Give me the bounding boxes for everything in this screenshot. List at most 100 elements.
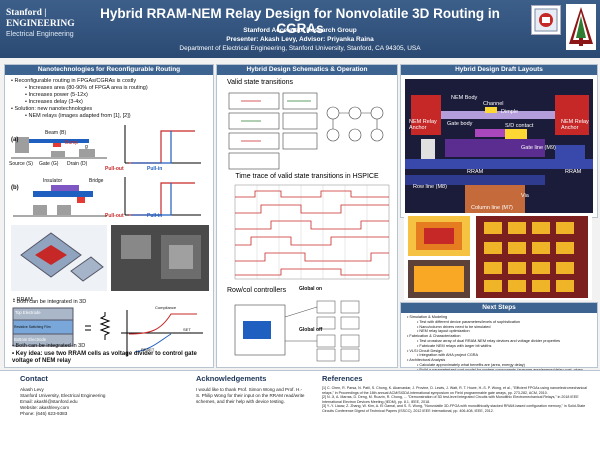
nem-relay-anchor-left: NEM Relay Anchor <box>409 119 437 131</box>
controller-schematic <box>234 300 360 362</box>
step-fab-b: Fabricate NEM relays with larger bit wid… <box>419 343 492 348</box>
hspice-trace-plot <box>234 184 390 280</box>
lab-seal-icon <box>531 5 561 35</box>
contact-website[interactable]: Website: akashlevy.com <box>20 405 70 410</box>
step-arch: Architectural Analysis <box>409 358 446 363</box>
valid-transitions-title: Valid state transitions <box>227 79 294 86</box>
pull-in-label: Pull-in <box>147 166 163 172</box>
bridge-label: Bridge <box>89 178 104 184</box>
department-line: Department of Electrical Engineering, St… <box>179 45 421 52</box>
set-label: SET <box>183 327 191 332</box>
gate-body-label: Gate body <box>447 121 473 127</box>
bullet-nem: NEM relays (images adapted from [1], [2]… <box>28 113 131 119</box>
stanford-tree-logo <box>566 4 596 50</box>
presenter-line: Presenter: Akash Levy, Advisor: Priyanka… <box>226 36 374 43</box>
gate-label: Gate (G) <box>39 161 59 167</box>
channel-label: Channel <box>483 101 504 107</box>
step-arch-a: Calculate approximately what benefits ar… <box>419 362 525 367</box>
compliance-label: Compliance <box>155 305 177 310</box>
column-line-label: Column line (M7) <box>471 205 513 211</box>
rram-left-label: RRAM <box>467 169 484 175</box>
ack-heading: Acknowledgements <box>196 374 267 383</box>
motivation-list: • Reconfigurable routing in FPGAs/CGRAs … <box>11 78 148 119</box>
next-steps-section: Next Steps • Simulation & Modeling • Tes… <box>400 302 598 377</box>
rram-bullet: RRAM <box>16 297 33 303</box>
reference-1: [1] C. Chen, R. Parsa, N. Patil, S. Chon… <box>322 386 587 395</box>
beam-b-label: Beam <box>39 198 53 204</box>
step-sim-c: NEM relay layout optimization <box>419 329 470 334</box>
sd-contact-label: S/D contact <box>505 123 534 129</box>
pull-out-label-a: Pull-out <box>105 213 124 219</box>
pull-out-label: Pull-out <box>105 166 124 172</box>
step-vlsi: VLSI Circuit Design <box>409 348 443 353</box>
relay-3d-images <box>11 225 209 291</box>
right-heading: Hybrid Design Draft Layouts <box>401 65 597 75</box>
bottom-electrode-label: Bottom Electrode <box>14 337 47 342</box>
logo-brand: Stanford | ENGINEERING <box>6 8 75 29</box>
bullet-delay: Increases delay (3-4x) <box>28 99 83 105</box>
contact-affiliation: Stanford University, Electrical Engineer… <box>20 393 106 398</box>
reset-label: RESET <box>141 347 155 352</box>
bullet-area: Increases area (80-90% of FPGA area is r… <box>28 85 148 91</box>
via-label: Via <box>521 193 529 199</box>
step-fab-a: Test crossbar array of dual RRAM-NEM rel… <box>419 338 561 343</box>
bullet-integration: Both can be integrated in 3D <box>15 343 86 349</box>
step-sim-a: Test with different device parameters/le… <box>419 319 521 324</box>
top-electrode-label: Top Electrode <box>15 310 41 315</box>
drain-label: Drain (D) <box>67 161 88 167</box>
reference-2: [2] N. Ji, A. Marras, D. Deng, M. Ruzzin… <box>322 395 579 404</box>
poster-title: Hybrid RRAM-NEM Relay Design for Nonvola… <box>100 6 500 36</box>
row-line-label: Row line (M8) <box>413 184 447 190</box>
group-name: Stanford Accelerate Research Group <box>243 27 357 34</box>
bullet-3d: Both can be integrated in 3D <box>16 299 87 305</box>
contact-heading: Contact <box>20 374 48 383</box>
reference-3: [3] Y.-Y. Liauw, Z. Zhang, W. Kim, A. El… <box>322 404 586 413</box>
left-heading: Nanotechnologies for Reconfigurable Rout… <box>5 65 213 75</box>
contact-name: Akash Levy <box>20 387 44 392</box>
hspice-trace-title: Time trace of valid state transitions in… <box>235 173 379 180</box>
nem-relay-anchor-right: NEM Relay Anchor <box>561 119 589 131</box>
references-block: References [1] C. Chen, R. Parsa, N. Pat… <box>322 374 594 414</box>
references-heading: References <box>322 374 363 383</box>
global-on-label: Global on <box>299 286 323 292</box>
logo-sub: Electrical Engineering <box>6 31 74 38</box>
stanford-engineering-logo: Stanford | ENGINEERING Electrical Engine… <box>6 8 88 42</box>
bullet-cost: Reconfigurable routing in FPGAs/CGRAs is… <box>14 78 137 84</box>
middle-heading: Hybrid Design Schematics & Operation <box>217 65 397 75</box>
middle-section: Hybrid Design Schematics & Operation Val… <box>216 64 398 368</box>
gate-line-label: Gate line (M9) <box>521 145 556 151</box>
pull-in-label-a: Pull-in <box>147 213 163 219</box>
contact-block: Contact Akash Levy Stanford University, … <box>20 374 170 417</box>
left-section: Nanotechnologies for Reconfigurable Rout… <box>4 64 214 368</box>
next-steps-heading: Next Steps <box>401 303 597 313</box>
ack-block: Acknowledgements I would like to thank P… <box>196 374 306 405</box>
step-sim-b: Nano/column drivers need to be simulated <box>419 324 491 329</box>
beam-label: Beam (B) <box>45 130 67 136</box>
poster-header: Stanford | ENGINEERING Electrical Engine… <box>0 0 600 58</box>
global-off-label: Global off <box>299 327 323 333</box>
contact-email[interactable]: Email: akashl@stanford.edu <box>20 399 78 404</box>
source-label: Source (S) <box>9 161 33 167</box>
step-sim: Simulation & Modeling <box>409 315 448 319</box>
step-fab: Fabrication & Characterization <box>409 334 461 339</box>
bullet-solution: Solution: new nanotechnologies <box>14 106 93 112</box>
bullet-power: Increases power (5-12x) <box>28 92 88 98</box>
layout-3d-render <box>405 79 593 213</box>
bump-label: Bump <box>65 140 79 146</box>
step-vlsi-a: Integration with AHA project CGRA <box>419 353 479 358</box>
next-steps-list: • Simulation & Modeling • Test with diff… <box>407 315 593 377</box>
dimple-label: Dimple <box>501 109 519 115</box>
rowcol-title: Row/col controllers <box>227 287 287 294</box>
state-transition-diagram <box>228 92 384 170</box>
layout-gds-images <box>404 214 592 300</box>
layout-section: Hybrid Design Draft Layouts NEM Relay An… <box>400 64 598 218</box>
switching-film-label: Resistive Switching Film <box>14 325 51 329</box>
bullet-key-idea: Key idea: use two RRAM cells as voltage … <box>12 351 197 364</box>
nem-body-label: NEM Body <box>451 95 478 101</box>
fig-b-label: (b) <box>11 185 19 191</box>
poster-footer: Contact Akash Levy Stanford University, … <box>0 370 600 451</box>
insulator-label: Insulator <box>43 178 63 184</box>
ack-text: I would like to thank Prof. Simon Wong a… <box>196 387 305 404</box>
gmin-label: g <box>85 144 88 150</box>
fig-a-label: (a) <box>11 137 19 143</box>
